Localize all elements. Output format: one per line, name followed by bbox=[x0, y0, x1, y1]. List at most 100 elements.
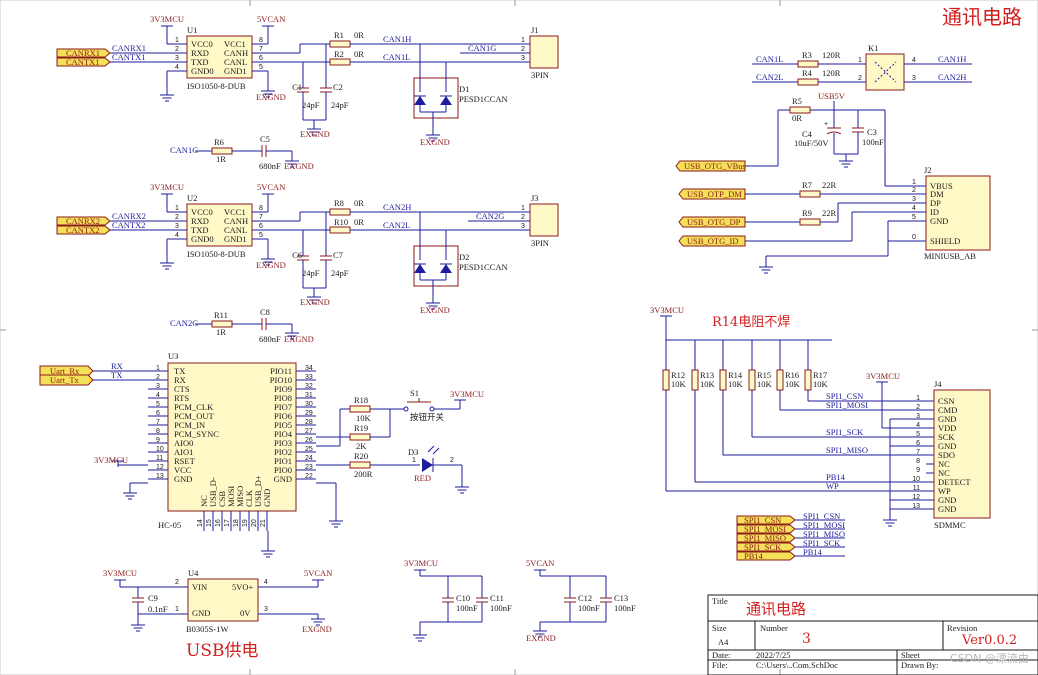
r2-ref: R2 bbox=[334, 49, 344, 59]
u3-left-pin-label: RTS bbox=[174, 393, 189, 403]
j3-ref: J3 bbox=[531, 193, 539, 203]
u3-bottom-pins: NC14USB_D-15CSB16MOSI17MISO18CLK19USB_D+… bbox=[197, 475, 272, 531]
s1-ref: S1 bbox=[410, 388, 419, 398]
u2-pin-rxd: RXD bbox=[191, 216, 209, 226]
c13-ref: C13 bbox=[614, 593, 628, 603]
r4-ref: R4 bbox=[802, 68, 813, 78]
sd-vcc-label: 3V3MCU bbox=[650, 305, 684, 315]
u4-body bbox=[187, 578, 259, 622]
tb-revision-value: Ver0.0.2 bbox=[961, 633, 1017, 648]
u1-pin-gnd1: GND1 bbox=[224, 66, 247, 76]
r20-ref: R20 bbox=[354, 451, 368, 461]
j2-pn0: 0 bbox=[912, 234, 916, 241]
svg-text:1: 1 bbox=[412, 457, 416, 464]
port-usb-dm-label: USB_OTP_DM bbox=[687, 189, 742, 199]
port-usb-id-label: USB_OTG_ID bbox=[687, 236, 738, 246]
j2-pin-id: ID bbox=[930, 207, 939, 217]
u3-left-pin-num: 2 bbox=[156, 374, 160, 381]
port-usb-id bbox=[678, 235, 746, 247]
svg-text:+: + bbox=[824, 121, 828, 128]
c2-ref: C2 bbox=[333, 82, 343, 92]
port-cantx2 bbox=[56, 225, 111, 235]
s1-val: 按钮开关 bbox=[410, 412, 445, 422]
k1-pin2: 2 bbox=[858, 75, 862, 82]
sd-net-label: SPI1_MISO bbox=[826, 445, 868, 455]
net-rx: RX bbox=[111, 361, 123, 371]
j2-pn4: 4 bbox=[912, 205, 916, 212]
j4-pin-num: 3 bbox=[916, 413, 920, 420]
sd-res-ref: R17 bbox=[813, 370, 827, 380]
u3-right-pin-num: 22 bbox=[305, 473, 313, 480]
u1-pn5: 5 bbox=[259, 64, 263, 71]
c6-ref: C6 bbox=[292, 250, 302, 260]
j4-ref: J4 bbox=[934, 379, 942, 389]
r11-ref: R11 bbox=[214, 310, 228, 320]
port-uart-tx bbox=[39, 374, 94, 386]
net-cantx2: CANTX2 bbox=[112, 220, 146, 230]
svg-text:3: 3 bbox=[264, 606, 268, 613]
u3-right-pin-num: 25 bbox=[305, 446, 313, 453]
r8-ref: R8 bbox=[334, 198, 344, 208]
sd-port-label: SPI1_SCK bbox=[744, 542, 782, 552]
c12-exgnd: EXGND bbox=[300, 129, 330, 139]
k1-pin4: 4 bbox=[912, 57, 916, 64]
j4-pin-num: 7 bbox=[916, 449, 920, 456]
sd-port-net: SPI1_SCK bbox=[803, 538, 841, 548]
u3-bottom-pin-label: NC bbox=[199, 495, 209, 507]
sd-port-label: PB14 bbox=[744, 551, 764, 561]
d1-ref: D1 bbox=[459, 84, 469, 94]
u3-left-pin-label: RSET bbox=[174, 456, 196, 466]
u1-vcc-label: 3V3MCU bbox=[150, 14, 184, 24]
u3-right-pin-label: PIO11 bbox=[270, 366, 292, 376]
u3-left-pin-label: PCM_OUT bbox=[174, 411, 214, 421]
sd-net-label: WP bbox=[826, 481, 839, 491]
u3-bottom-pin-num: 17 bbox=[224, 519, 231, 527]
u3-left-pin-num: 10 bbox=[156, 446, 164, 453]
j4-pin-num: 5 bbox=[916, 431, 920, 438]
j4-pin-label: DETECT bbox=[938, 477, 971, 487]
u3-left-pin-label: VCC bbox=[174, 465, 192, 475]
u3-right-pin-num: 23 bbox=[305, 464, 313, 471]
u2-pn2: 2 bbox=[175, 214, 179, 221]
r7-val: 22R bbox=[822, 180, 837, 190]
u3-right-pin-label: PIO7 bbox=[274, 402, 292, 412]
port-cantx1 bbox=[56, 57, 111, 67]
usb5v-label: USB5V bbox=[818, 91, 846, 101]
r9-ref: R9 bbox=[802, 208, 812, 218]
port-usb-dp bbox=[678, 216, 746, 228]
svg-text:2: 2 bbox=[450, 457, 454, 464]
r18-val: 10K bbox=[356, 413, 372, 423]
d1-val: PESD1CCAN bbox=[459, 94, 508, 104]
u3-left-pin-label: PCM_IN bbox=[174, 420, 205, 430]
j4-pin-label: GND bbox=[938, 495, 956, 505]
j2-pn1: 1 bbox=[912, 179, 916, 186]
u3-right-pin-num: 34 bbox=[305, 365, 313, 372]
title-block: Title 通讯电路 Size A4 Number 3 Revision Ver… bbox=[707, 594, 1038, 675]
j4-body bbox=[933, 389, 991, 519]
sd-res-val: 10K bbox=[671, 379, 687, 389]
j4-pin-label: WP bbox=[938, 486, 951, 496]
j2-pin-shield: SHIELD bbox=[930, 236, 960, 246]
port-canrx1 bbox=[56, 48, 111, 58]
j4-pin-label: VDD bbox=[938, 423, 956, 433]
c3-ref: C3 bbox=[867, 127, 877, 137]
dec2-exgnd: EXGND bbox=[526, 633, 556, 643]
u3-right-pin-num: 26 bbox=[305, 437, 313, 444]
j4-pin-num: 12 bbox=[912, 494, 920, 501]
k1-net-out2: CAN2H bbox=[938, 72, 966, 82]
u2-pin-vcc1: VCC1 bbox=[224, 207, 246, 217]
r1-ref: R1 bbox=[334, 30, 344, 40]
c4-val: 10uF/50V bbox=[794, 138, 829, 148]
k1-net-in1: CAN1L bbox=[756, 54, 783, 64]
sd-port-label: SPI1_MISO bbox=[744, 533, 786, 543]
j4-pin-num: 9 bbox=[916, 467, 920, 474]
tb-date-value: 2022/7/25 bbox=[756, 650, 790, 660]
u3-right-pin-label: PIO6 bbox=[274, 411, 292, 421]
j4-pin-num: 6 bbox=[916, 440, 920, 447]
sd-port-net: SPI1_MISO bbox=[803, 529, 845, 539]
u3-left-pin-num: 11 bbox=[156, 455, 163, 462]
u2-pin-canl: CANL bbox=[224, 225, 247, 235]
